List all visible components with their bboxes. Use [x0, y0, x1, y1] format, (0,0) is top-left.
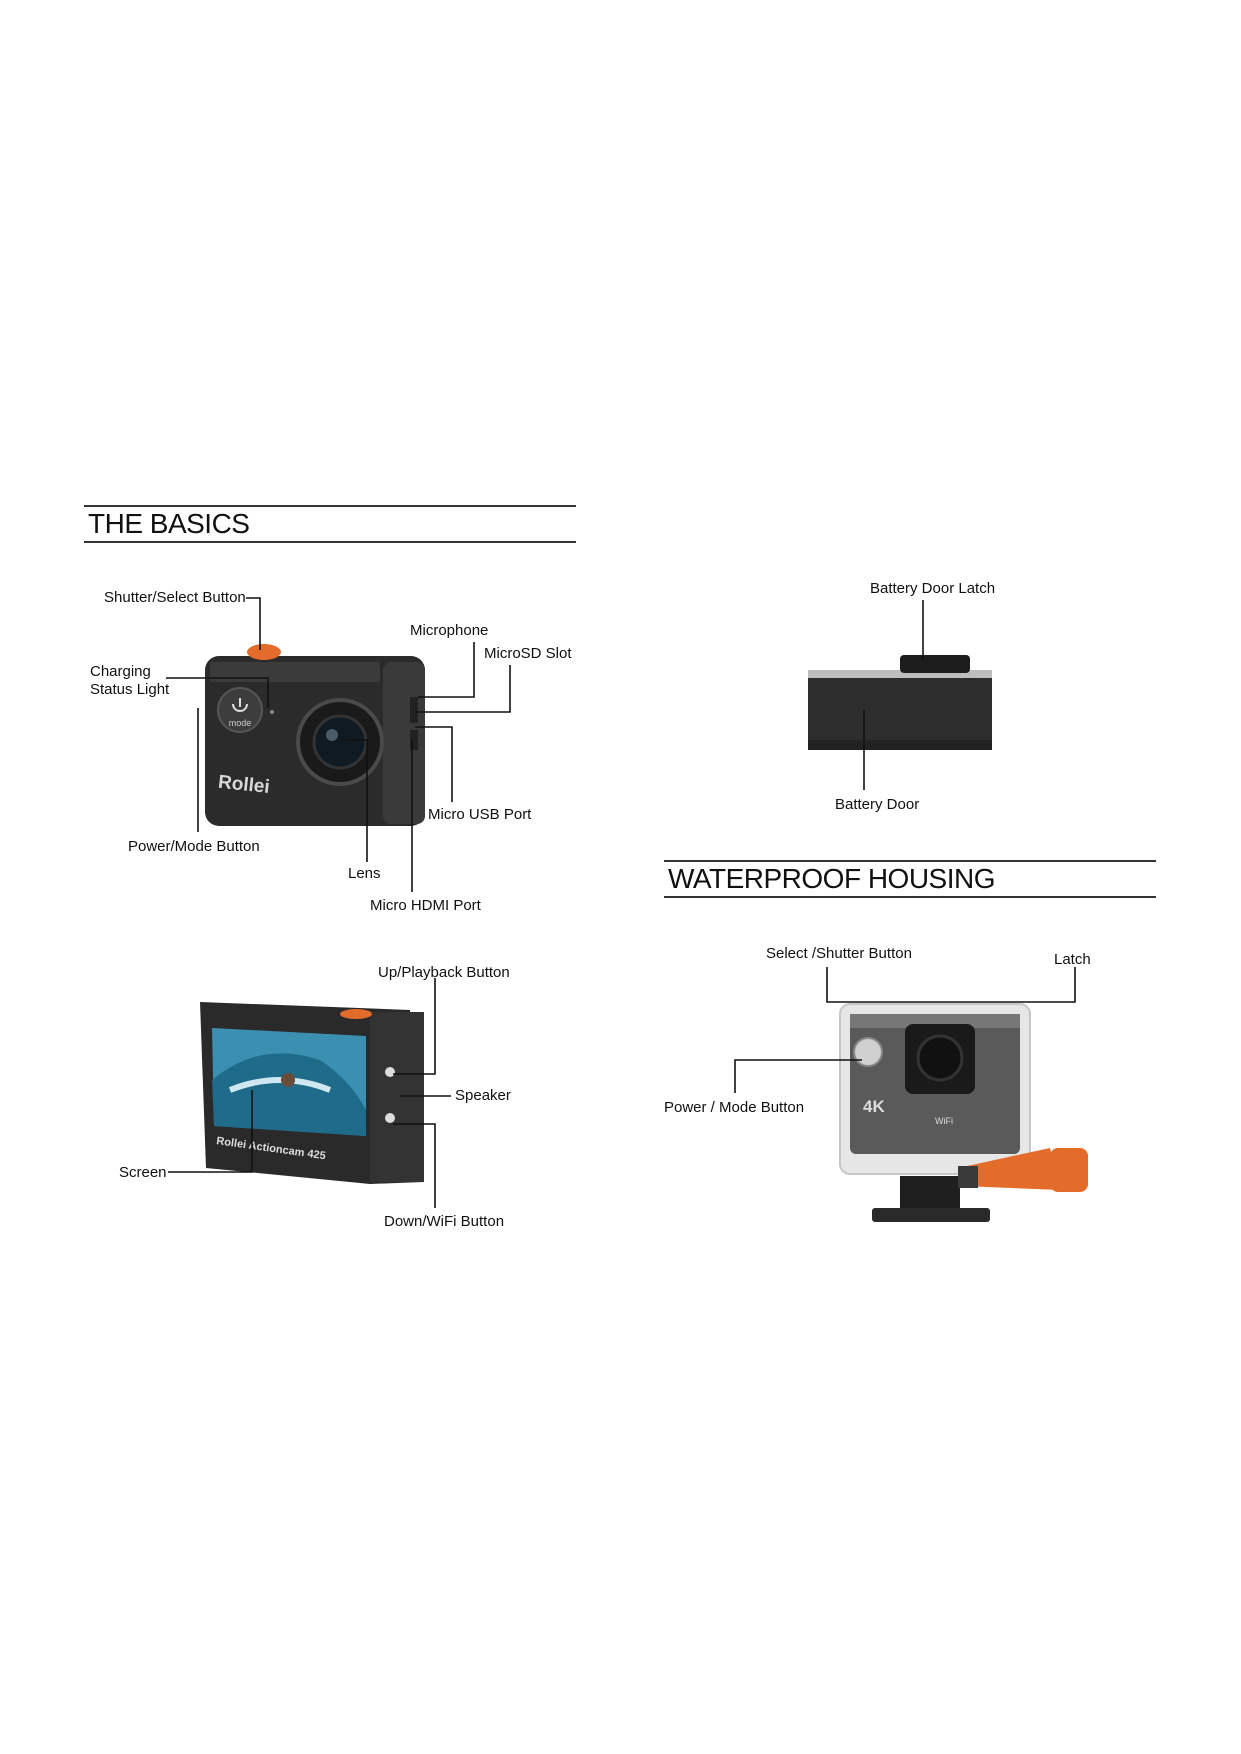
housing-badge: 4K: [863, 1097, 885, 1116]
housing-wifi-text: WiFi: [935, 1116, 953, 1126]
label-housing-latch: Latch: [1054, 951, 1091, 969]
label-housing-select-shutter: Select /Shutter Button: [766, 945, 912, 963]
label-housing-power-mode: Power / Mode Button: [664, 1099, 804, 1117]
